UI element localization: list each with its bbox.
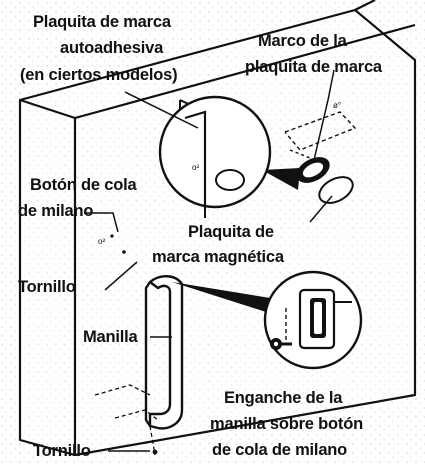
plate-frame [296, 157, 330, 183]
label-hook-3: de cola de milano [212, 441, 347, 459]
label-magnetic-plate-2: marca magnética [152, 248, 285, 266]
svg-text:ø°: ø° [333, 101, 341, 110]
label-self-adhesive-plate-2: autoadhesiva [60, 39, 164, 57]
label-self-adhesive-plate-1: Plaquita de marca [33, 13, 172, 31]
dovetail-button-detail: o² [98, 234, 126, 254]
label-magnetic-plate-1: Plaquita de [188, 223, 274, 241]
magnetic-plate [318, 176, 354, 204]
plate-frame-detail: ø° [284, 101, 357, 159]
adhesive-plate-magnifier: o² [158, 95, 300, 210]
label-plate-frame-2: plaquita de marca [245, 58, 383, 76]
labels: Plaquita de marca autoadhesiva (en ciert… [18, 13, 383, 460]
label-handle: Manilla [83, 328, 139, 346]
label-hook-2: manilla sobre botón [210, 415, 363, 433]
label-plate-frame-1: Marco de la [258, 32, 348, 50]
label-dovetail-button-2: de milano [18, 202, 93, 220]
bottom-screw [152, 449, 158, 455]
label-screw-top: Tornillo [18, 278, 76, 296]
hook-screw [270, 338, 292, 350]
label-screw-bottom: Tornillo [33, 442, 91, 460]
svg-text:o²: o² [98, 237, 105, 246]
leader-lines [84, 69, 335, 452]
svg-text:o²: o² [192, 163, 199, 172]
label-dovetail-button-1: Botón de cola [30, 176, 138, 194]
label-hook-1: Enganche de la [224, 389, 343, 407]
hook-magnifier [172, 270, 363, 370]
label-self-adhesive-plate-3: (en ciertos modelos) [20, 66, 177, 84]
